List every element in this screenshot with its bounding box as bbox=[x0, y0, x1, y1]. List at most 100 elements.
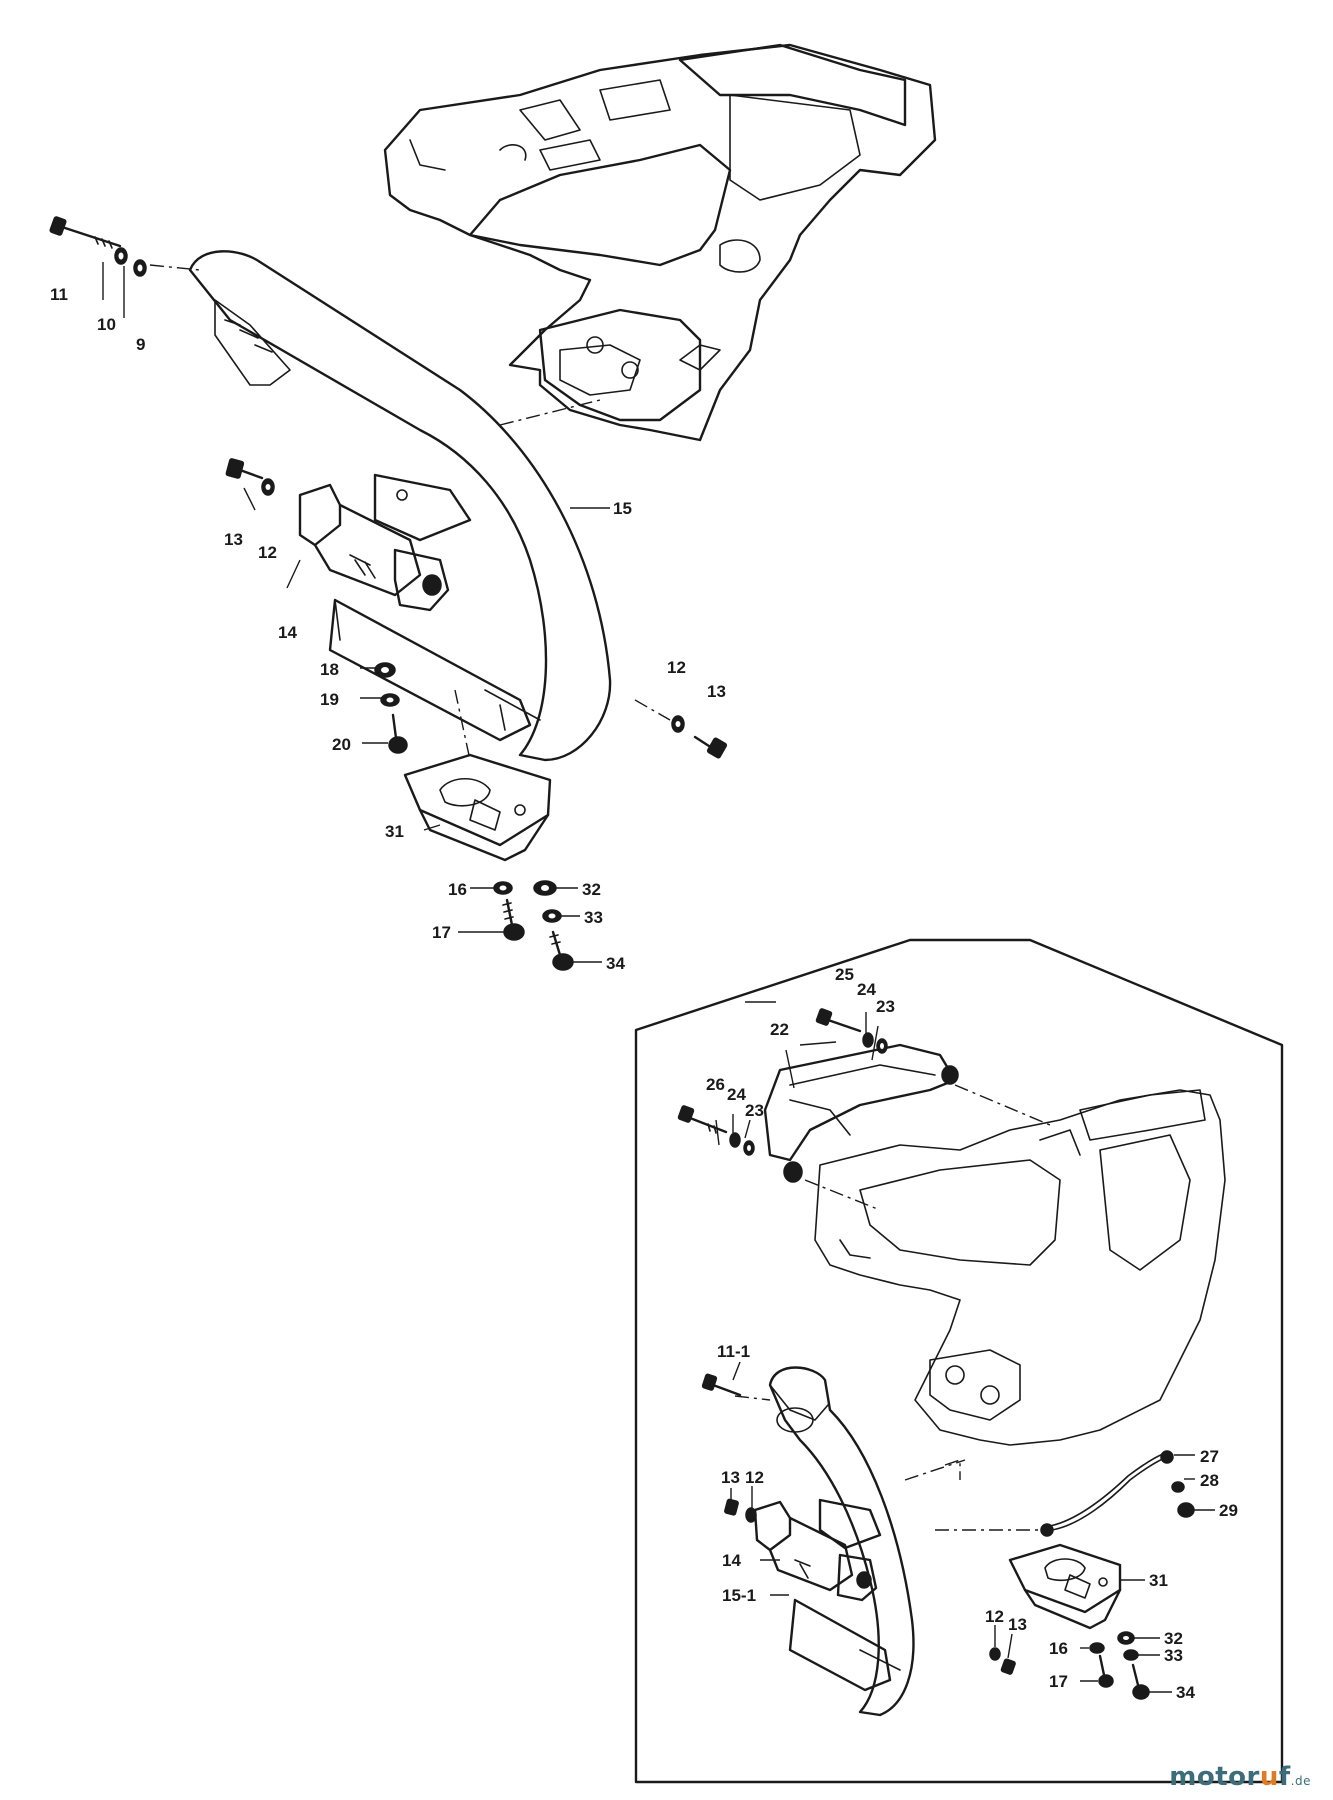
inset-label-16: 16 bbox=[1049, 1639, 1068, 1658]
inset-washer-12-upper bbox=[745, 1507, 757, 1523]
inset-bolt-13-upper bbox=[724, 1498, 739, 1516]
inset-label-12-lower: 12 bbox=[985, 1607, 1004, 1626]
inset-label-26: 26 bbox=[706, 1075, 725, 1094]
top-labels: 11 10 9 15 13 12 14 18 19 20 12 13 31 16… bbox=[50, 285, 726, 973]
dash-line-bolt-13 bbox=[634, 699, 671, 721]
inset-dash-guard bbox=[954, 1084, 1051, 1126]
engine-housing bbox=[383, 43, 937, 442]
inset-label-15-1: 15-1 bbox=[722, 1586, 756, 1605]
inset-washer-33 bbox=[1123, 1649, 1139, 1661]
watermark-tld: .de bbox=[1290, 1774, 1311, 1788]
inset-guard-22 bbox=[763, 1043, 959, 1183]
bolt-20 bbox=[388, 713, 408, 754]
inset-dash-bolt bbox=[734, 1395, 771, 1401]
inset-washer-24a bbox=[862, 1032, 874, 1048]
inset-label-25: 25 bbox=[835, 965, 854, 984]
inset-front-handle-15-1 bbox=[768, 1366, 915, 1717]
inset-label-14: 14 bbox=[722, 1551, 741, 1570]
inset-label-27: 27 bbox=[1200, 1447, 1219, 1466]
inset-mount-14 bbox=[753, 1498, 882, 1602]
label-19: 19 bbox=[320, 690, 339, 709]
inset-label-13-lower: 13 bbox=[1008, 1615, 1027, 1634]
inset-dash-guard-lower bbox=[804, 1179, 881, 1211]
inset-label-22: 22 bbox=[770, 1020, 789, 1039]
inset-washer-12-lower bbox=[989, 1647, 1001, 1661]
inset-washer-32 bbox=[1117, 1631, 1135, 1645]
dash-line-handle-housing bbox=[499, 399, 601, 426]
inset-bolt-11-1 bbox=[701, 1373, 742, 1397]
inset-label-23a: 23 bbox=[876, 997, 895, 1016]
inset-label-33: 33 bbox=[1164, 1646, 1183, 1665]
watermark-part-1: moto bbox=[1169, 1762, 1247, 1792]
watermark-part-2: r bbox=[1246, 1762, 1260, 1792]
inset-dash-handle bbox=[904, 1459, 966, 1481]
bolt-17 bbox=[502, 898, 525, 941]
inset-washer-23a bbox=[876, 1038, 888, 1054]
label-13-right: 13 bbox=[707, 682, 726, 701]
washer-12-upper bbox=[261, 478, 275, 496]
label-34: 34 bbox=[606, 954, 625, 973]
inset-label-11-1: 11-1 bbox=[717, 1342, 750, 1361]
label-12-upper: 12 bbox=[258, 543, 277, 562]
inset-labels: 25 24 23 22 26 24 23 11-1 13 12 14 15-1 … bbox=[706, 965, 1238, 1702]
inset-label-32: 32 bbox=[1164, 1629, 1183, 1648]
label-12-right: 12 bbox=[667, 658, 686, 677]
motoruf-watermark: motoruf.de bbox=[1169, 1762, 1311, 1792]
inset-engine-housing bbox=[814, 1089, 1226, 1446]
label-20: 20 bbox=[332, 735, 351, 754]
washer-9 bbox=[133, 259, 147, 277]
inset-label-24b: 24 bbox=[727, 1085, 746, 1104]
inset-frame bbox=[634, 938, 1284, 1784]
inset-dash-connector bbox=[944, 1459, 961, 1480]
watermark-part-4: f bbox=[1278, 1762, 1291, 1792]
inset-bolt-13-lower bbox=[1000, 1658, 1016, 1675]
washer-12-right bbox=[671, 715, 685, 733]
label-16: 16 bbox=[448, 880, 467, 899]
label-13-upper: 13 bbox=[224, 530, 243, 549]
inset-label-31: 31 bbox=[1149, 1571, 1168, 1590]
bracket-31 bbox=[403, 753, 552, 862]
inset-label-28: 28 bbox=[1200, 1471, 1219, 1490]
inset-label-24a: 24 bbox=[857, 980, 876, 999]
inset-label-23b: 23 bbox=[745, 1101, 764, 1120]
inset-ground-wire-27 bbox=[1040, 1450, 1174, 1537]
inset-label-13-upper: 13 bbox=[721, 1468, 740, 1487]
washer-33 bbox=[542, 909, 562, 923]
washer-19 bbox=[380, 693, 400, 707]
label-17: 17 bbox=[432, 923, 451, 942]
label-32: 32 bbox=[582, 880, 601, 899]
mount-14 bbox=[298, 473, 472, 612]
inset-bolt-34 bbox=[1131, 1663, 1150, 1700]
label-18: 18 bbox=[320, 660, 339, 679]
label-11: 11 bbox=[50, 285, 68, 304]
watermark-part-3: u bbox=[1259, 1762, 1279, 1792]
inset-washer-24b bbox=[729, 1132, 741, 1148]
inset-bracket-31 bbox=[1008, 1543, 1122, 1630]
washer-10 bbox=[114, 247, 128, 265]
inset-washer-28 bbox=[1171, 1481, 1185, 1493]
dash-line-bracket bbox=[454, 689, 471, 761]
front-handle-15 bbox=[188, 250, 612, 762]
label-10: 10 bbox=[97, 315, 116, 334]
inset-bolt-17 bbox=[1098, 1654, 1114, 1688]
label-15: 15 bbox=[613, 499, 632, 518]
dash-line-bolt bbox=[149, 264, 201, 271]
washer-18 bbox=[374, 662, 396, 678]
label-14: 14 bbox=[278, 623, 297, 642]
label-31: 31 bbox=[385, 822, 404, 841]
inset-bolt-25 bbox=[815, 1008, 862, 1033]
washer-32 bbox=[533, 880, 557, 896]
label-9: 9 bbox=[136, 335, 145, 354]
inset-washer-16 bbox=[1089, 1642, 1105, 1654]
inset-label-12-upper: 12 bbox=[745, 1468, 764, 1487]
leader-lines bbox=[102, 262, 1215, 1693]
washer-16 bbox=[493, 881, 513, 895]
inset-bolt-26 bbox=[677, 1105, 728, 1134]
bolt-34 bbox=[549, 930, 574, 971]
bolt-13-upper bbox=[225, 458, 264, 480]
inset-bolt-29 bbox=[1177, 1502, 1195, 1518]
label-33: 33 bbox=[584, 908, 603, 927]
inset-label-29: 29 bbox=[1219, 1501, 1238, 1520]
bolt-11 bbox=[49, 216, 122, 249]
